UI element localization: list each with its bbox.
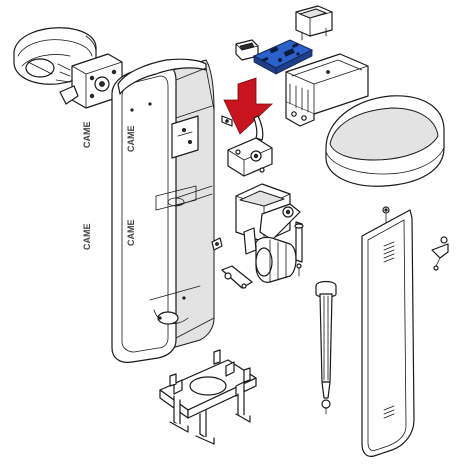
access-door[interactable] bbox=[361, 206, 415, 457]
balancing-spring[interactable] bbox=[315, 280, 337, 415]
mounting-bracket[interactable] bbox=[55, 53, 123, 109]
connector-module[interactable] bbox=[235, 39, 259, 61]
release-lever[interactable] bbox=[221, 115, 273, 177]
top-cover[interactable] bbox=[325, 95, 445, 187]
anchor-plate[interactable] bbox=[159, 349, 257, 445]
cabinet-logo-bottom: CAME bbox=[126, 220, 136, 247]
margin-logo-2: CAME bbox=[82, 224, 92, 251]
gearmotor[interactable] bbox=[235, 183, 304, 283]
control-box[interactable] bbox=[285, 53, 369, 127]
barrier-cabinet[interactable]: CAME CAME bbox=[111, 58, 215, 363]
cabinet-logo-top: CAME bbox=[126, 126, 136, 153]
margin-logo-1: CAME bbox=[82, 122, 92, 149]
highlight-arrow bbox=[223, 77, 274, 135]
control-board[interactable] bbox=[252, 39, 314, 75]
brand-logos-margin: CAME CAME bbox=[82, 122, 92, 251]
transformer[interactable] bbox=[295, 5, 333, 41]
fasteners bbox=[211, 236, 449, 289]
